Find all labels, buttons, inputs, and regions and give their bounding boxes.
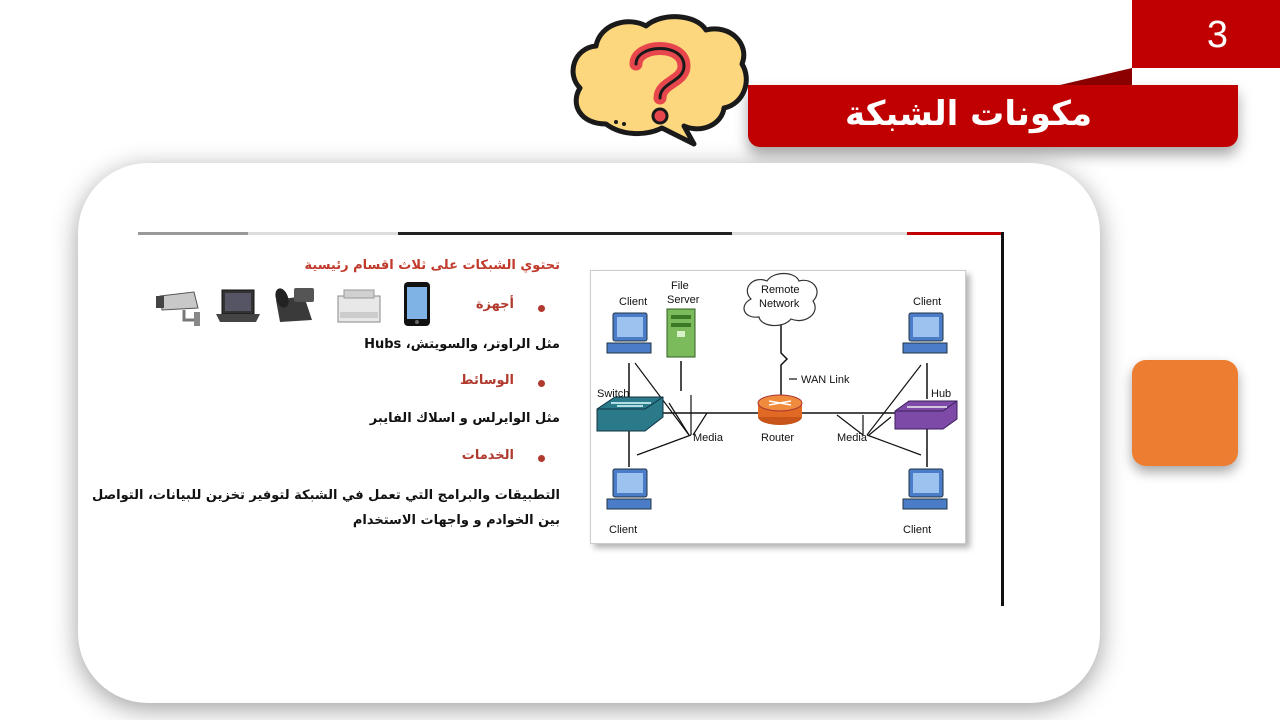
label-client-bottom-left: Client: [609, 524, 637, 536]
slide-title: مكونات الشبكة: [845, 94, 1092, 134]
slide-number-tab: 3: [1132, 0, 1280, 68]
router-icon: [757, 394, 803, 425]
label-media-left: Media: [693, 432, 724, 444]
section-label-services: الخدمات: [461, 448, 514, 463]
smartphone-icon: [404, 282, 430, 326]
network-diagram: Client File Server Remote Network Client…: [590, 270, 966, 544]
wan-link-line: [780, 325, 789, 395]
phone-icon: [275, 288, 314, 322]
bullet-dot: [538, 455, 545, 462]
label-client-top-right: Client: [913, 296, 941, 308]
label-file-server-2: Server: [667, 294, 700, 306]
label-file-server-1: File: [671, 280, 689, 292]
bullet-dot: [538, 380, 545, 387]
divider-segment: [732, 232, 907, 235]
client-computer-icon: [606, 468, 652, 510]
bullet-dot: [538, 305, 545, 312]
section-label-devices: أجهزة: [475, 297, 514, 312]
switch-icon: [596, 396, 664, 432]
label-client-bottom-right: Client: [903, 524, 931, 536]
section-detail-devices: مثل الراوتر، والسويتش، Hubs: [364, 337, 560, 352]
client-computer-icon: [606, 312, 652, 354]
laptop-icon: [216, 289, 260, 322]
section-detail-media: مثل الوايرلس و اسلاك الفايبر: [369, 411, 560, 426]
intro-text: تحتوي الشبكات على ثلاث اقسام رئيسية: [304, 258, 560, 273]
section-detail-services-line1: التطبيقات والبرامج التي تعمل في الشبكة ل…: [92, 488, 560, 503]
file-server-icon: [666, 308, 696, 358]
printer-icon: [337, 289, 381, 323]
title-banner: مكونات الشبكة: [748, 85, 1238, 147]
label-router: Router: [761, 432, 794, 444]
question-bubble-icon: [570, 14, 749, 147]
network-diagram-graphics: Client File Server Remote Network Client…: [596, 272, 958, 536]
title-fold: [1060, 68, 1132, 85]
media-arrows-right: [836, 364, 922, 456]
label-media-right: Media: [837, 432, 868, 444]
divider-segment: [398, 232, 732, 235]
device-icons: [156, 282, 430, 326]
label-wan-link: WAN Link: [801, 374, 850, 386]
section-label-media: الوسائط: [460, 373, 514, 388]
camera-icon: [156, 291, 200, 326]
divider-segment: [138, 232, 248, 235]
slide-number: 3: [1206, 14, 1228, 56]
hub-icon: [894, 400, 958, 430]
label-hub: Hub: [931, 388, 951, 400]
client-computer-icon: [902, 312, 948, 354]
slide-edge-line: [1001, 232, 1004, 606]
cloud-icon: [743, 272, 818, 327]
divider-segment: [248, 232, 398, 235]
label-remote-2: Network: [759, 298, 800, 310]
divider-segment: [907, 232, 1003, 235]
label-remote-1: Remote: [761, 284, 800, 296]
label-client-top-left: Client: [619, 296, 647, 308]
client-computer-icon: [902, 468, 948, 510]
section-detail-services-line2: بين الخوادم و واجهات الاستخدام: [352, 513, 560, 528]
orange-square: [1132, 360, 1238, 466]
label-switch: Switch: [597, 388, 629, 400]
